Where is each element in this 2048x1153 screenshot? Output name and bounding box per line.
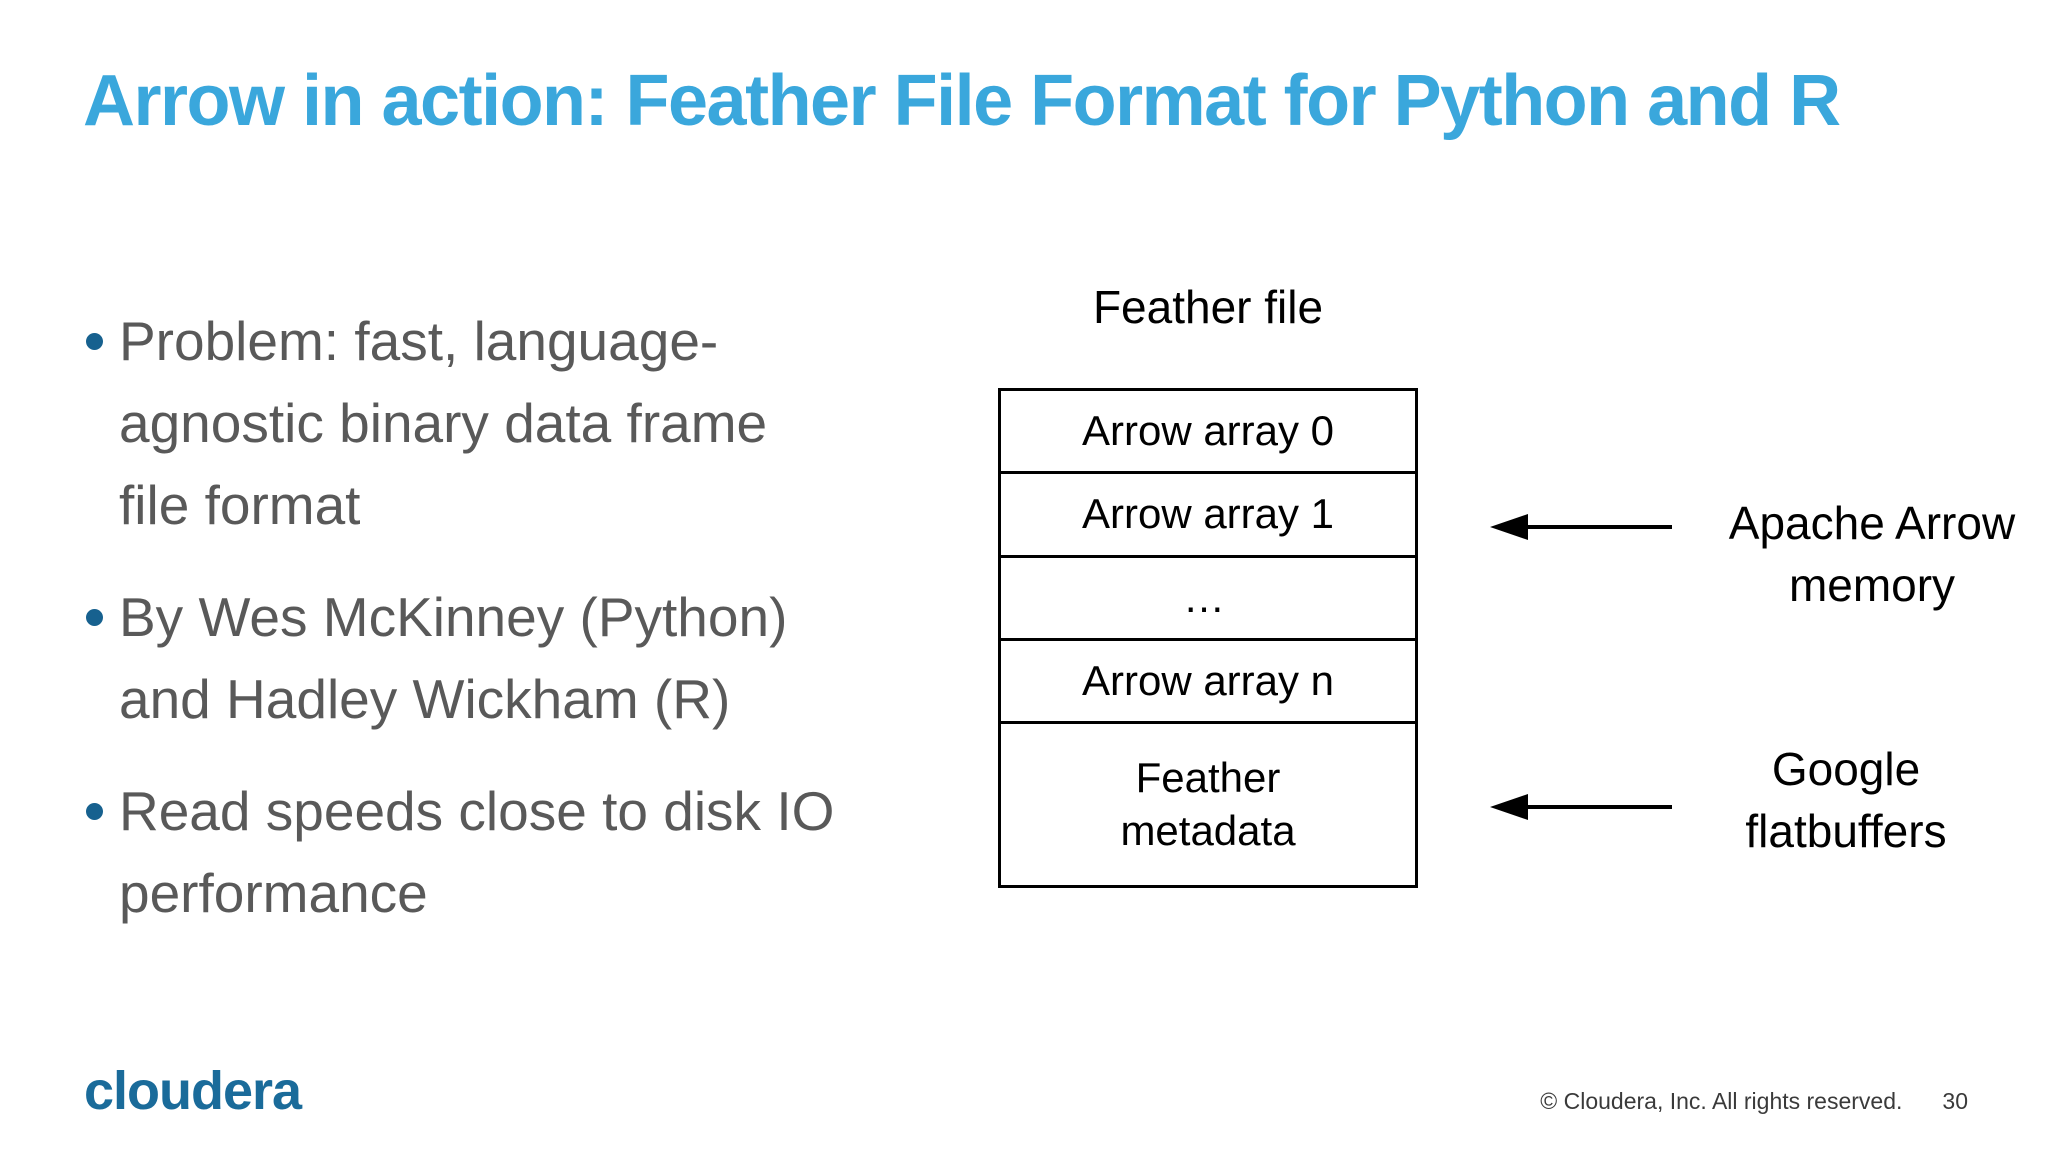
google-flatbuffers-label: Google flatbuffers xyxy=(1745,743,1947,858)
feather-file-label: Feather file xyxy=(1092,281,1324,333)
copyright-text: © Cloudera, Inc. All rights reserved. xyxy=(1540,1088,1903,1114)
bullet-item: Read speeds close to disk IO performance xyxy=(86,770,986,934)
slide-title: Arrow in action: Feather File Format for… xyxy=(83,61,1841,141)
bullet-text: Read speeds close to disk IO performance xyxy=(119,780,835,924)
bullet-dot xyxy=(86,609,103,626)
stack-row-arrow-array-n: Arrow array n xyxy=(1001,641,1415,725)
bullet-list: Problem: fast, language- agnostic binary… xyxy=(86,300,986,964)
left-arrow-icon xyxy=(1490,794,1672,820)
apache-arrow-memory-label: Apache Arrow memory xyxy=(1728,497,2016,612)
bullet-dot xyxy=(86,333,103,350)
feather-file-stack-diagram: Arrow array 0 Arrow array 1 … Arrow arra… xyxy=(998,388,1418,888)
bullet-item: Problem: fast, language- agnostic binary… xyxy=(86,300,986,546)
page-number: 30 xyxy=(1942,1088,1968,1114)
slide-footer: © Cloudera, Inc. All rights reserved. 30 xyxy=(1540,1088,1968,1115)
bullet-text: By Wes McKinney (Python) and Hadley Wick… xyxy=(119,586,788,730)
left-arrow-icon xyxy=(1490,514,1672,540)
stack-row-arrow-array-1: Arrow array 1 xyxy=(1001,474,1415,558)
bullet-item: By Wes McKinney (Python) and Hadley Wick… xyxy=(86,576,986,740)
bullet-dot xyxy=(86,803,103,820)
stack-row-arrow-array-0: Arrow array 0 xyxy=(1001,391,1415,475)
stack-row-ellipsis: … xyxy=(1001,558,1415,641)
stack-row-feather-metadata: Feather metadata xyxy=(1120,754,1296,854)
cloudera-logo: cloudera xyxy=(84,1061,302,1121)
bullet-text: Problem: fast, language- agnostic binary… xyxy=(119,310,768,536)
